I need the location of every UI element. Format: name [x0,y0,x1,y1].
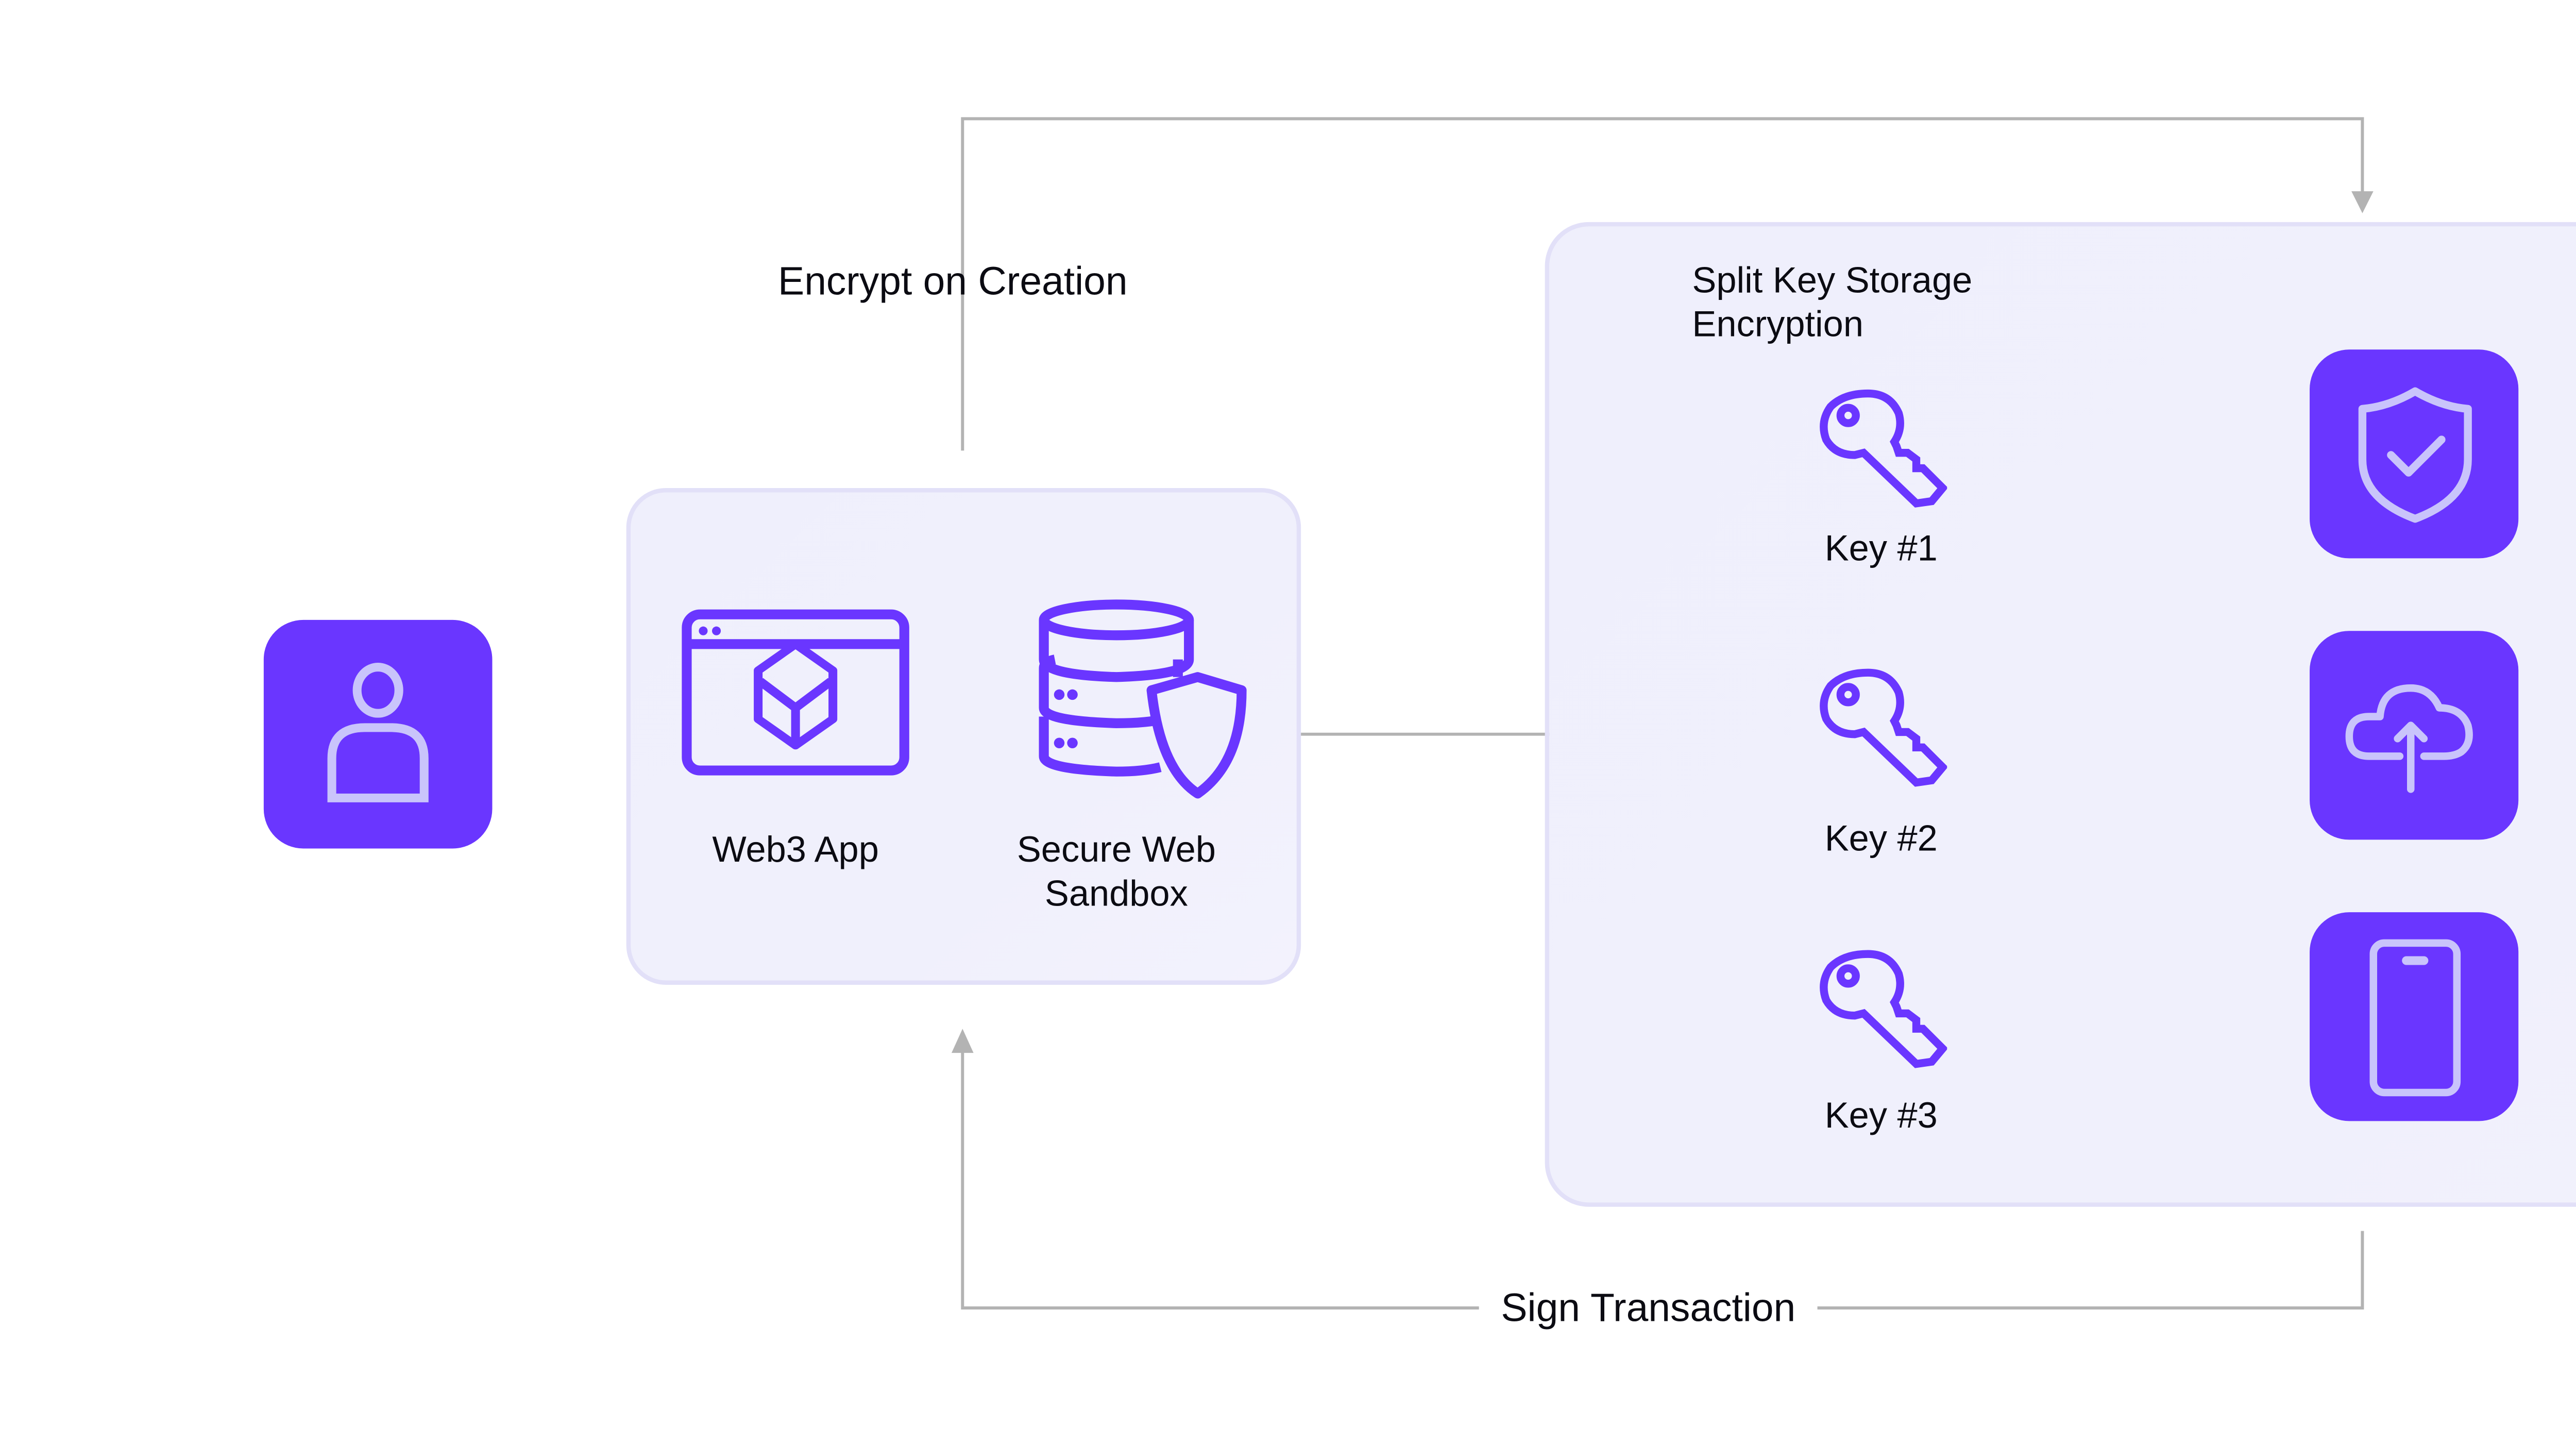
secure-sandbox-label-line1: Secure Web [1016,831,1216,871]
device-tile[interactable] [2310,912,2519,1121]
web3-app-label: Web3 App [712,831,879,871]
user-tile[interactable] [263,619,493,849]
key-icon [1820,950,1947,1068]
kms-tile[interactable] [2310,349,2519,559]
database-shield-icon [1039,599,1247,799]
arrowhead-down [2351,191,2374,213]
sign-transaction-label: Sign Transaction [1479,1284,1818,1332]
split-key-title-line2: Encryption [1692,304,1864,344]
browser-cube-icon [682,609,909,776]
encrypt-flow-line [961,117,2364,451]
key2-label: Key #2 [1824,820,1938,860]
cloud-upload-icon [2344,683,2472,792]
secure-sandbox-label: Secure Web Sandbox [989,829,1244,917]
key-icon [1820,389,1947,508]
key-icon [1820,668,1947,787]
shield-check-icon [2357,386,2471,522]
split-key-title-line1: Split Key Storage [1692,261,1973,301]
cloud-tile[interactable] [2310,631,2519,840]
encrypt-on-creation-label: Encrypt on Creation [777,259,1128,304]
key1-label: Key #1 [1824,529,1938,569]
smartphone-icon [2368,938,2460,1096]
secure-sandbox-label-line2: Sandbox [1044,875,1188,915]
split-key-title: Split Key Storage Encryption [1692,262,1972,347]
user-icon [327,663,429,802]
key3-label: Key #3 [1824,1097,1938,1137]
arrowhead-up [951,1029,974,1053]
